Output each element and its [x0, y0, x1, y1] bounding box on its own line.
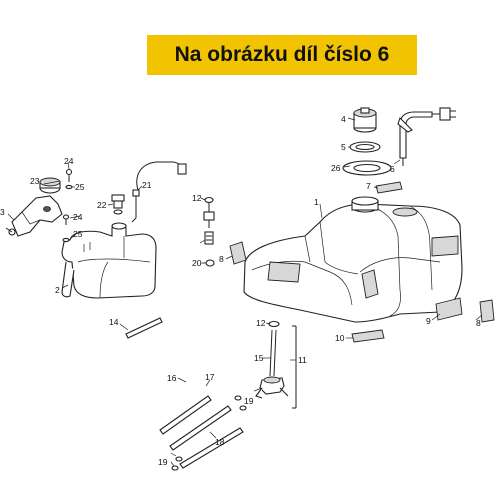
- callout-20: 20: [192, 258, 202, 268]
- level-sensor-21: [131, 161, 187, 223]
- title-text: Na obrázku díl číslo 6: [174, 43, 390, 66]
- callout-21: 21: [142, 180, 152, 190]
- callout-23: 23: [30, 176, 40, 186]
- callout-5: 5: [341, 142, 346, 152]
- rubber-pad-10: [351, 329, 385, 343]
- callout-19b: 19: [158, 457, 168, 467]
- fuel-valve-part: [203, 196, 215, 267]
- leader-lines: [7, 117, 483, 467]
- title-banner: Na obrázku díl číslo 6: [147, 35, 417, 75]
- callout-4: 4: [341, 114, 346, 124]
- rubber-pad-9: [435, 297, 463, 321]
- fuel-pickup-part-11: [255, 320, 297, 409]
- oil-tank-part: [61, 222, 157, 299]
- filler-cap-4: [353, 107, 377, 133]
- callout-2: 2: [55, 285, 60, 295]
- callout-6: 6: [390, 164, 395, 174]
- callout-12a: 12: [192, 193, 202, 203]
- ring-part-5: [349, 141, 381, 153]
- fuel-sender-part-6[interactable]: [397, 107, 456, 166]
- callout-8a: 8: [219, 254, 224, 264]
- bracket-part: [5, 195, 63, 237]
- callout-12b: 12: [256, 318, 266, 328]
- callout-labels: 1 2 3 4 5 6 7 8 8 9 10 11 12 12 14 15 16…: [0, 114, 481, 467]
- callout-18: 18: [215, 437, 225, 447]
- fuel-tank-part: [243, 196, 463, 323]
- callout-16: 16: [167, 373, 177, 383]
- callout-11: 11: [298, 355, 307, 365]
- callout-25a: 25: [75, 182, 85, 192]
- callout-7: 7: [366, 181, 371, 191]
- callout-26: 26: [331, 163, 341, 173]
- callout-14: 14: [109, 317, 119, 327]
- callout-8b: 8: [476, 318, 481, 328]
- callout-19a: 19: [244, 396, 254, 406]
- callout-24a: 24: [64, 156, 74, 166]
- callout-3: 3: [0, 207, 5, 217]
- callout-10: 10: [335, 333, 345, 343]
- callout-22: 22: [97, 200, 107, 210]
- callout-25b: 25: [73, 229, 83, 239]
- callout-17: 17: [205, 372, 215, 382]
- rubber-pad-7: [375, 181, 403, 194]
- fuel-hoses: [159, 395, 247, 471]
- callout-24b: 24: [73, 212, 83, 222]
- callout-9: 9: [426, 316, 431, 326]
- gasket-part-26: [342, 160, 392, 176]
- rubber-pad-8: [229, 241, 495, 323]
- callout-15: 15: [254, 353, 264, 363]
- cap-part-23: [39, 177, 61, 194]
- cap-part-22: [111, 194, 125, 215]
- hose-part-14: [125, 317, 163, 339]
- screw-washer-left: [62, 168, 73, 243]
- callout-1: 1: [314, 197, 319, 207]
